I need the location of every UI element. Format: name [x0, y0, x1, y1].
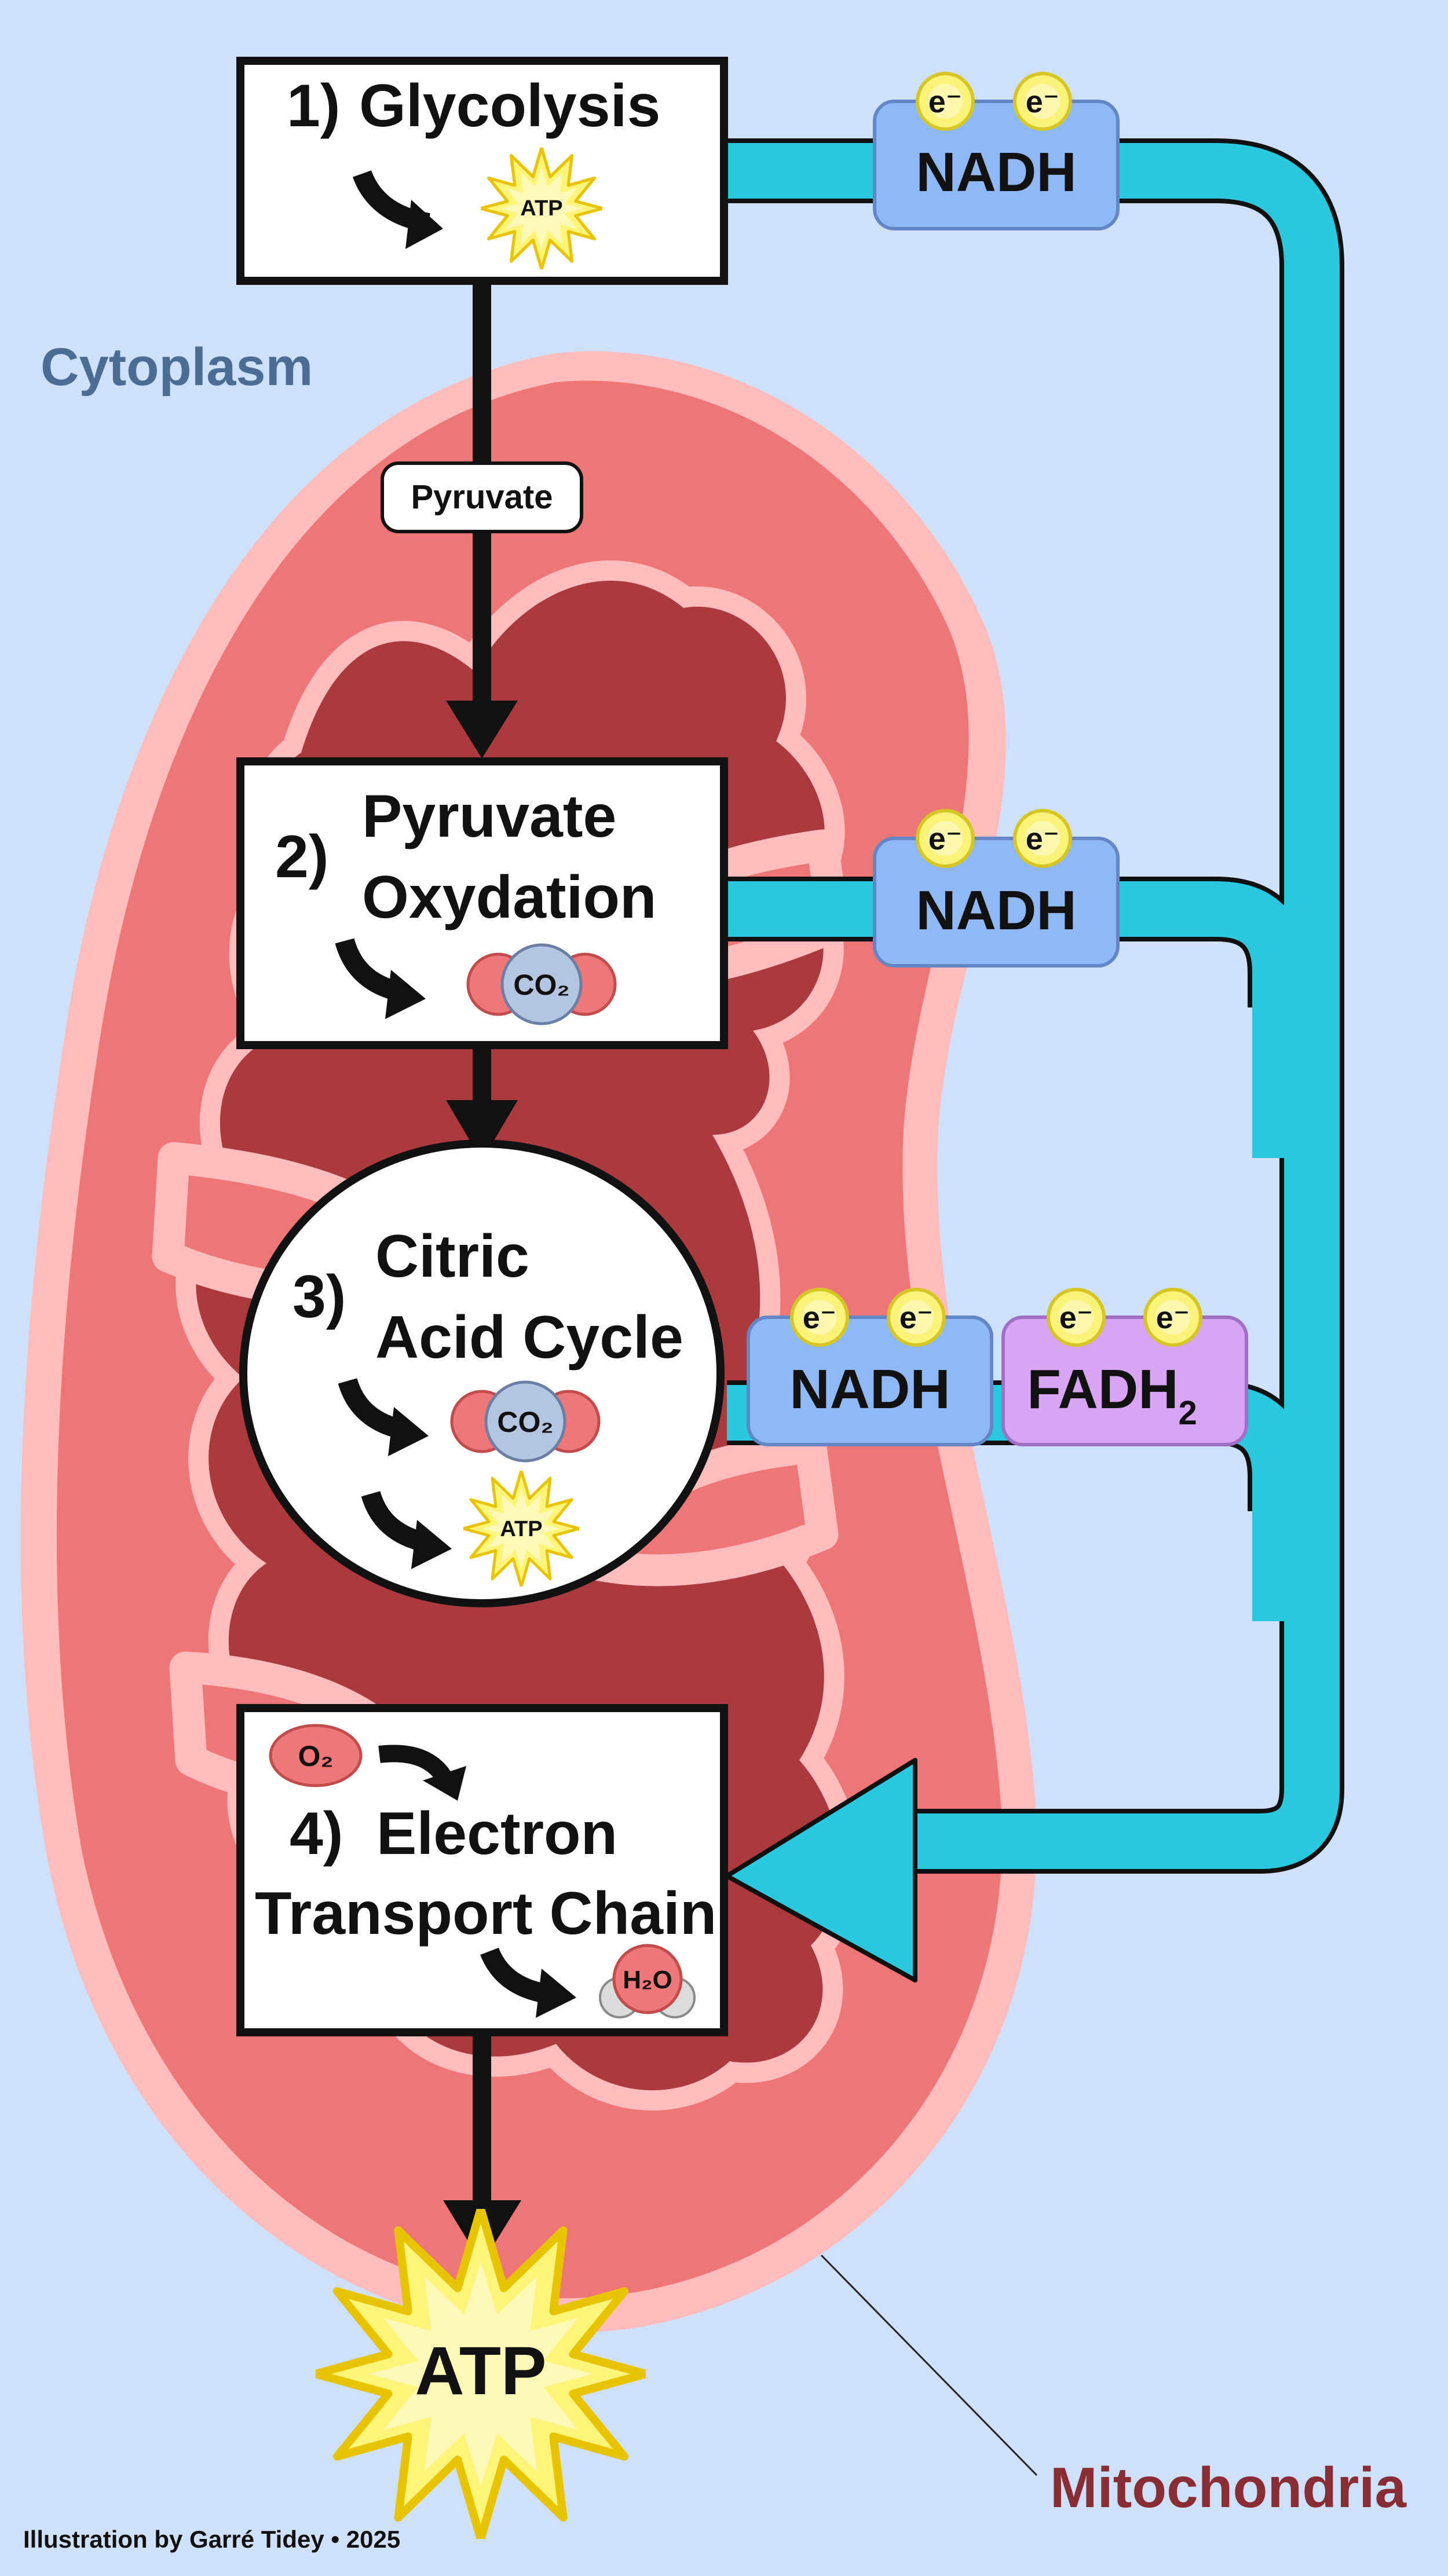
o2-label: O₂ [298, 1740, 333, 1772]
pyruvate-label-text: Pyruvate [411, 478, 553, 516]
o2-molecule: O₂ [269, 1724, 363, 1787]
glycolysis-atp-label: ATP [520, 196, 562, 221]
electron-4a: e⁻ [1059, 1300, 1094, 1335]
step-electron-transport-chain: O₂ 4) Electron Transport Chain H₂O [236, 1704, 728, 2036]
citric-acid-number: 3) [292, 1263, 346, 1331]
electron-3b: e⁻ [899, 1300, 934, 1335]
step-glycolysis: 1) Glycolysis ATP [236, 57, 728, 285]
credit-text: Illustration by Garré Tidey • 2025 [23, 2526, 400, 2553]
h2o-label: H₂O [623, 1966, 672, 1994]
fadh2-carrier: FADH2 e⁻ e⁻ [1001, 1288, 1248, 1446]
electron-2b: e⁻ [1026, 822, 1060, 856]
nadh-2-label: NADH [916, 880, 1076, 941]
electron-3a: e⁻ [803, 1300, 837, 1335]
glycolysis-title: Glycolysis [359, 72, 660, 140]
citric-acid-atp-label: ATP [500, 1517, 542, 1541]
co2-label-step3: CO₂ [497, 1406, 553, 1438]
cytoplasm-label: Cytoplasm [41, 338, 313, 397]
nadh-3-label: NADH [789, 1358, 950, 1420]
electron-4b: e⁻ [1156, 1300, 1190, 1335]
fadh2-label: FADH2 [1027, 1358, 1197, 1432]
h2o-molecule: H₂O [599, 1944, 696, 2018]
co2-label-step2: CO₂ [513, 969, 569, 1001]
co2-molecule-step2: CO₂ [466, 943, 617, 1025]
nadh-1-label: NADH [916, 141, 1076, 203]
electron-1b: e⁻ [1026, 85, 1060, 119]
pipeline-arrowhead [725, 1758, 917, 1983]
mitochondria-pointer-line [820, 2254, 1038, 2476]
citric-acid-title-line2: Acid Cycle [375, 1304, 683, 1371]
step-citric-acid-cycle: 3) Citric Acid Cycle CO₂ ATP [239, 1139, 725, 1607]
co2-molecule-step3: CO₂ [450, 1380, 601, 1463]
fadh2-label-main: FADH [1027, 1358, 1178, 1420]
etc-title-line2: Transport Chain [255, 1880, 716, 1947]
step-pyruvate-oxidation: 2) Pyruvate Oxydation CO₂ [236, 757, 728, 1049]
final-atp-output: ATP [316, 2209, 646, 2539]
nadh-carrier-3: NADH e⁻ e⁻ [747, 1288, 993, 1446]
nadh-carrier-2: NADH e⁻ e⁻ [873, 809, 1120, 968]
glycolysis-number: 1) [287, 72, 340, 140]
mitochondria-label: Mitochondria [1050, 2456, 1407, 2519]
nadh-carrier-1: NADH e⁻ e⁻ [873, 72, 1120, 230]
fadh2-label-subscript: 2 [1179, 1394, 1197, 1432]
etc-number: 4) [290, 1800, 343, 1867]
final-atp-label: ATP [415, 2333, 546, 2409]
pyruvate-oxidation-title-line2: Oxydation [362, 864, 657, 931]
pyruvate-label: Pyruvate [381, 461, 583, 533]
citric-acid-title-line1: Citric [375, 1223, 529, 1290]
pyruvate-oxidation-title-line1: Pyruvate [362, 783, 616, 850]
electron-1a: e⁻ [928, 85, 963, 119]
pyruvate-oxidation-number: 2) [275, 823, 328, 891]
electron-2a: e⁻ [928, 822, 963, 856]
etc-title-line1: Electron [376, 1800, 617, 1867]
etc-o2-arrow [378, 1745, 454, 1785]
